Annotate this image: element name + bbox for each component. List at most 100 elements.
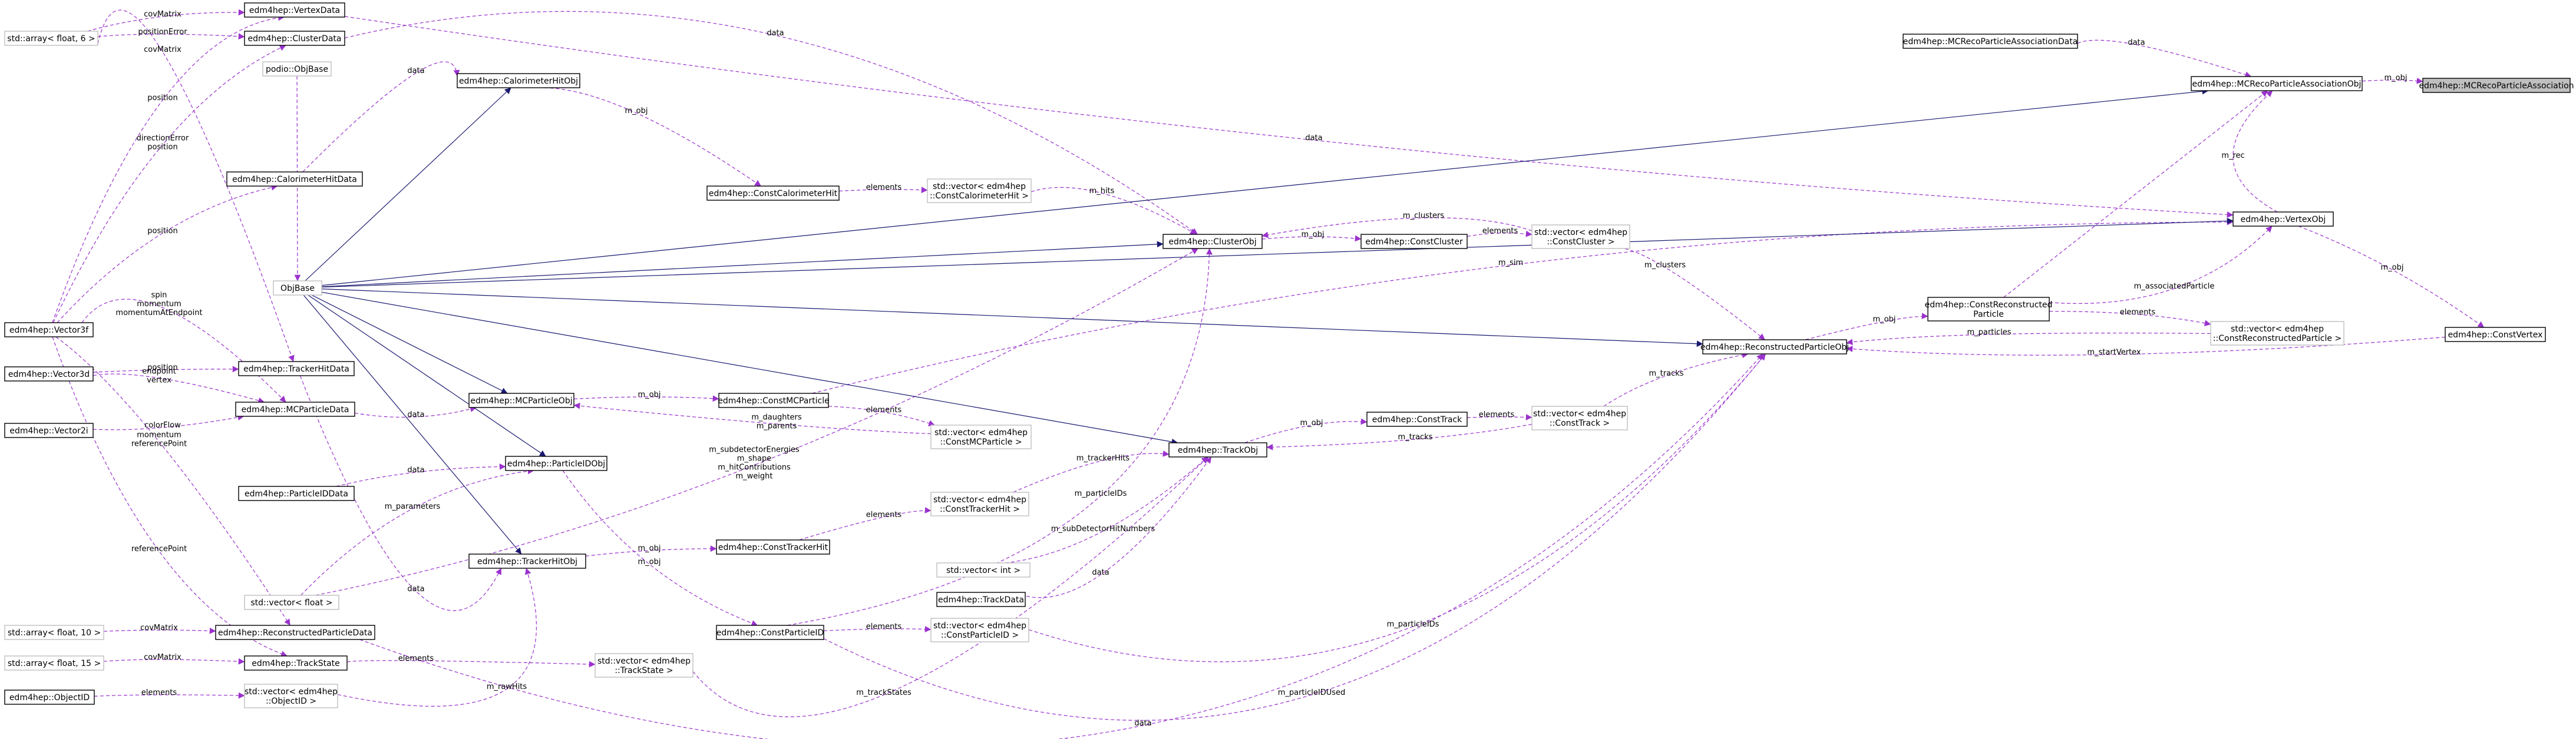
edge-label: elements bbox=[141, 688, 177, 697]
class-node-array_float_6[interactable]: std::array< float, 6 > bbox=[4, 31, 98, 46]
edge-label: data bbox=[407, 410, 424, 419]
class-node-constmcparticle[interactable]: edm4hep::ConstMCParticle bbox=[718, 393, 830, 408]
usage-edge-constreconstructedparticle-to-vector_constreconstructedparticle bbox=[2049, 311, 2211, 327]
class-node-vector_objectid[interactable]: std::vector< edm4hep::ObjectID > bbox=[244, 684, 338, 708]
class-box bbox=[1927, 297, 2050, 322]
class-node-reconstructedparticledata[interactable]: edm4hep::ReconstructedParticleData bbox=[215, 625, 375, 640]
class-node-clusterdata[interactable]: edm4hep::ClusterData bbox=[244, 31, 345, 46]
usage-edge-calorimeterhitobj-to-constcalorimeterhit bbox=[544, 87, 761, 187]
class-node-trackdata[interactable]: edm4hep::TrackData bbox=[936, 592, 1026, 607]
class-node-calorimeterhitobj[interactable]: edm4hep::CalorimeterHitObj bbox=[457, 73, 580, 88]
class-label: edm4hep::Vector2i bbox=[9, 426, 88, 436]
class-node-objectid[interactable]: edm4hep::ObjectID bbox=[4, 690, 95, 705]
class-box bbox=[716, 539, 830, 555]
class-node-constcalorimeterhit[interactable]: edm4hep::ConstCalorimeterHit bbox=[706, 185, 840, 201]
class-node-vector2i[interactable]: edm4hep::Vector2i bbox=[4, 423, 94, 438]
class-box bbox=[4, 366, 94, 382]
class-node-array_float_10[interactable]: std::array< float, 10 > bbox=[4, 625, 104, 640]
class-label: std::vector< edm4hep bbox=[933, 495, 1026, 505]
class-node-particleidobj[interactable]: edm4hep::ParticleIDObj bbox=[505, 456, 607, 471]
class-box bbox=[1531, 406, 1628, 430]
class-node-vector_constcalorimeterhit[interactable]: std::vector< edm4hep::ConstCalorimeterHi… bbox=[927, 178, 1032, 203]
inheritance-edge-objbase-to-mcrecoparticleassociationobj bbox=[321, 88, 2209, 286]
class-node-constreconstructedparticle[interactable]: edm4hep::ConstReconstructedParticle bbox=[1925, 297, 2053, 322]
class-node-array_float_15[interactable]: std::array< float, 15 > bbox=[4, 655, 104, 671]
class-node-particleiddata[interactable]: edm4hep::ParticleIDData bbox=[238, 486, 355, 501]
edge-label: m_obj bbox=[2385, 74, 2407, 82]
class-node-objbase[interactable]: ObjBase bbox=[273, 280, 322, 296]
class-label: std::vector< float > bbox=[250, 598, 332, 608]
class-box bbox=[706, 185, 840, 201]
class-node-consttrack[interactable]: edm4hep::ConstTrack bbox=[1366, 412, 1468, 427]
class-node-constcluster[interactable]: edm4hep::ConstCluster bbox=[1360, 234, 1468, 249]
class-node-vector_trackstate[interactable]: std::vector< edm4hep::TrackState > bbox=[595, 653, 693, 678]
class-box bbox=[4, 690, 95, 705]
class-node-calorimeterhitdata[interactable]: edm4hep::CalorimeterHitData bbox=[226, 171, 363, 187]
class-node-vector_constmcparticle[interactable]: std::vector< edm4hep::ConstMCParticle > bbox=[930, 425, 1032, 449]
class-box bbox=[1366, 412, 1468, 427]
class-node-podio_objbase[interactable]: podio::ObjBase bbox=[262, 61, 332, 77]
usage-edge-trackobj-to-consttrack bbox=[1244, 418, 1368, 443]
class-label: ::ConstCluster > bbox=[1547, 237, 1614, 247]
usage-edge-vector_constcalorimeterhit-to-clusterobj bbox=[1031, 187, 1197, 235]
class-node-mcrecoparticleassociationdata[interactable]: edm4hep::MCRecoParticleAssociationData bbox=[1903, 34, 2078, 49]
class-node-clusterobj[interactable]: edm4hep::ClusterObj bbox=[1162, 234, 1263, 249]
class-node-mcparticledata[interactable]: edm4hep::MCParticleData bbox=[235, 402, 355, 417]
usage-edge-vector3d-to-mcparticledata bbox=[93, 373, 265, 404]
class-node-vector_constparticleid[interactable]: std::vector< edm4hep::ConstParticleID > bbox=[930, 618, 1029, 642]
class-box bbox=[4, 625, 104, 640]
usage-edge-vector3f-to-clusterdata bbox=[52, 45, 286, 323]
class-node-vector3d[interactable]: edm4hep::Vector3d bbox=[4, 366, 94, 382]
class-node-vertexdata[interactable]: edm4hep::VertexData bbox=[244, 2, 345, 18]
class-node-vector_float[interactable]: std::vector< float > bbox=[244, 595, 339, 610]
class-node-trackerhitobj[interactable]: edm4hep::TrackerHitObj bbox=[468, 554, 586, 569]
edge-label: m_subDetectorHitNumbers bbox=[1051, 525, 1155, 533]
class-label: Particle bbox=[1973, 310, 2004, 319]
usage-edge-array_float_6-to-trackerhitdata bbox=[97, 9, 295, 362]
class-node-reconstructedparticleobj[interactable]: edm4hep::ReconstructedParticleObj bbox=[1700, 339, 1849, 354]
class-node-vertexobj[interactable]: edm4hep::VertexObj bbox=[2232, 211, 2334, 227]
class-node-vector_consttrack[interactable]: std::vector< edm4hep::ConstTrack > bbox=[1531, 406, 1628, 430]
class-label: edm4hep::TrackerHitObj bbox=[477, 557, 577, 566]
usage-edge-constcluster-to-vector_constcluster bbox=[1467, 230, 1533, 237]
edge-label: m_obj bbox=[1873, 315, 1896, 324]
usage-edge-vector3d-to-trackerhitdata bbox=[93, 366, 239, 373]
edge-label: m_hits bbox=[1089, 187, 1115, 195]
class-box bbox=[1162, 234, 1263, 249]
class-node-mcrecoparticleassociationobj[interactable]: edm4hep::MCRecoParticleAssociationObj bbox=[2191, 76, 2363, 91]
class-node-vector_int[interactable]: std::vector< int > bbox=[936, 562, 1031, 578]
usage-edge-trackdata-to-trackobj bbox=[1015, 456, 1212, 598]
edge-label: m_daughters bbox=[751, 413, 802, 422]
edge-label: momentumAtEndpoint bbox=[115, 309, 202, 317]
class-node-trackstate[interactable]: edm4hep::TrackState bbox=[244, 655, 348, 671]
edge-label: elements bbox=[1479, 410, 1515, 419]
class-node-vector_consttrackerhit[interactable]: std::vector< edm4hep::ConstTrackerHit > bbox=[930, 492, 1029, 516]
class-node-trackerhitdata[interactable]: edm4hep::TrackerHitData bbox=[238, 361, 355, 376]
class-box bbox=[2232, 211, 2334, 227]
edge-label: referencePoint bbox=[131, 440, 187, 449]
class-node-mcparticleobj[interactable]: edm4hep::MCParticleObj bbox=[468, 393, 574, 408]
class-box bbox=[238, 486, 355, 501]
edge-label: m_startVertex bbox=[2087, 348, 2141, 357]
class-node-trackobj[interactable]: edm4hep::TrackObj bbox=[1168, 442, 1267, 458]
class-label: edm4hep::TrackState bbox=[252, 659, 340, 668]
inheritance-edge-objbase-to-mcparticleobj bbox=[311, 294, 508, 394]
class-node-constparticleid[interactable]: edm4hep::ConstParticleID bbox=[716, 625, 824, 640]
edge-label: m_sim bbox=[1498, 259, 1523, 267]
class-node-mcrecoparticleassociation[interactable]: edm4hep::MCRecoParticleAssociation bbox=[2419, 78, 2574, 93]
usage-edge-vector_constcluster-to-clusterobj bbox=[1261, 217, 1533, 238]
class-node-constvertex[interactable]: edm4hep::ConstVertex bbox=[2445, 327, 2546, 342]
edge-label: spin bbox=[151, 291, 167, 300]
class-label: ::ConstTrackerHit > bbox=[940, 505, 1020, 514]
class-node-vector3f[interactable]: edm4hep::Vector3f bbox=[4, 322, 94, 337]
class-node-consttrackerhit[interactable]: edm4hep::ConstTrackerHit bbox=[716, 539, 830, 555]
class-node-vector_constcluster[interactable]: std::vector< edm4hep::ConstCluster > bbox=[1531, 224, 1630, 249]
class-label: edm4hep::ConstVertex bbox=[2448, 330, 2543, 340]
class-label: edm4hep::VertexData bbox=[249, 6, 340, 15]
edge-label: m_clusters bbox=[1644, 261, 1686, 270]
class-box bbox=[930, 618, 1029, 642]
class-box bbox=[505, 456, 607, 471]
class-node-vector_constreconstructedparticle[interactable]: std::vector< edm4hep::ConstReconstructed… bbox=[2210, 321, 2344, 346]
class-label: edm4hep::ClusterObj bbox=[1168, 237, 1256, 247]
class-label: edm4hep::ParticleIDObj bbox=[507, 459, 605, 469]
